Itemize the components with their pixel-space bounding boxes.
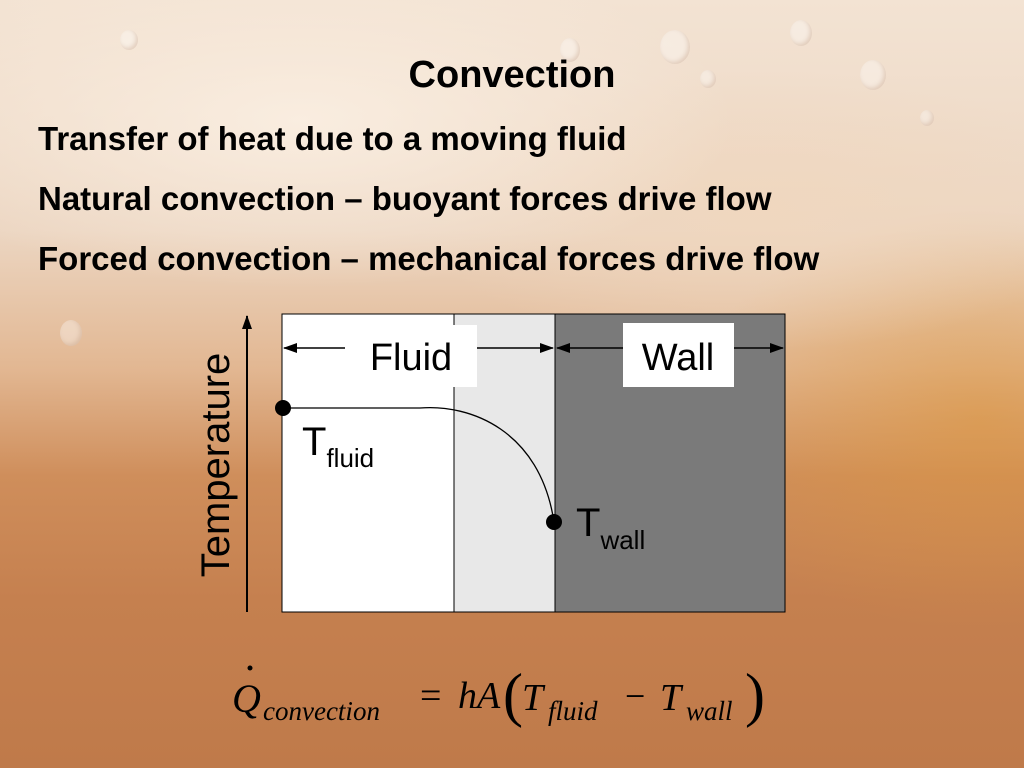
fluid-label: Fluid	[370, 337, 452, 379]
temperature-profile-curve	[283, 406, 555, 523]
background-bubble	[860, 60, 886, 90]
background-bubble	[920, 110, 934, 126]
wall-label-box	[623, 323, 734, 387]
background-bubble	[120, 30, 138, 50]
background-bubble	[60, 320, 82, 346]
wall-label: Wall	[642, 337, 714, 379]
t-fluid-sub: fluid	[326, 443, 374, 473]
equation-t-fluid-subscript: fluid	[548, 696, 598, 726]
t-fluid-base: T	[302, 420, 326, 464]
equation-ha: hA	[458, 675, 501, 717]
equation-t-fluid: T	[522, 677, 546, 719]
q-dot	[247, 665, 253, 671]
slide-title: Convection	[408, 54, 616, 96]
background-bubble	[560, 38, 580, 62]
t-wall-base: T	[576, 501, 600, 545]
bullet-1: Transfer of heat due to a moving fluid	[38, 120, 627, 157]
equation-right-paren: )	[745, 662, 765, 728]
fluid-temperature-point	[275, 400, 291, 416]
bullet-3: Forced convection – mechanical forces dr…	[38, 240, 820, 277]
equation-equals: =	[420, 675, 441, 717]
t-fluid-label: Tfluid	[302, 420, 374, 473]
background-bubble	[700, 70, 716, 88]
equation-q: Q	[232, 676, 261, 721]
wall-temperature-point	[546, 514, 562, 530]
background-bubble	[660, 30, 690, 64]
t-wall-sub: wall	[599, 525, 645, 555]
t-wall-label: Twall	[576, 501, 645, 555]
equation-t-wall-subscript: wall	[686, 696, 733, 726]
equation-left-paren: (	[503, 662, 523, 728]
bullet-2: Natural convection – buoyant forces driv…	[38, 180, 772, 217]
background-bubble	[790, 20, 812, 46]
equation-t-wall: T	[660, 677, 684, 719]
equation-minus: −	[625, 676, 645, 716]
equation-q-subscript: convection	[263, 696, 380, 726]
fluid-label-box	[345, 325, 477, 387]
temperature-axis-label: Temperature	[194, 353, 238, 578]
